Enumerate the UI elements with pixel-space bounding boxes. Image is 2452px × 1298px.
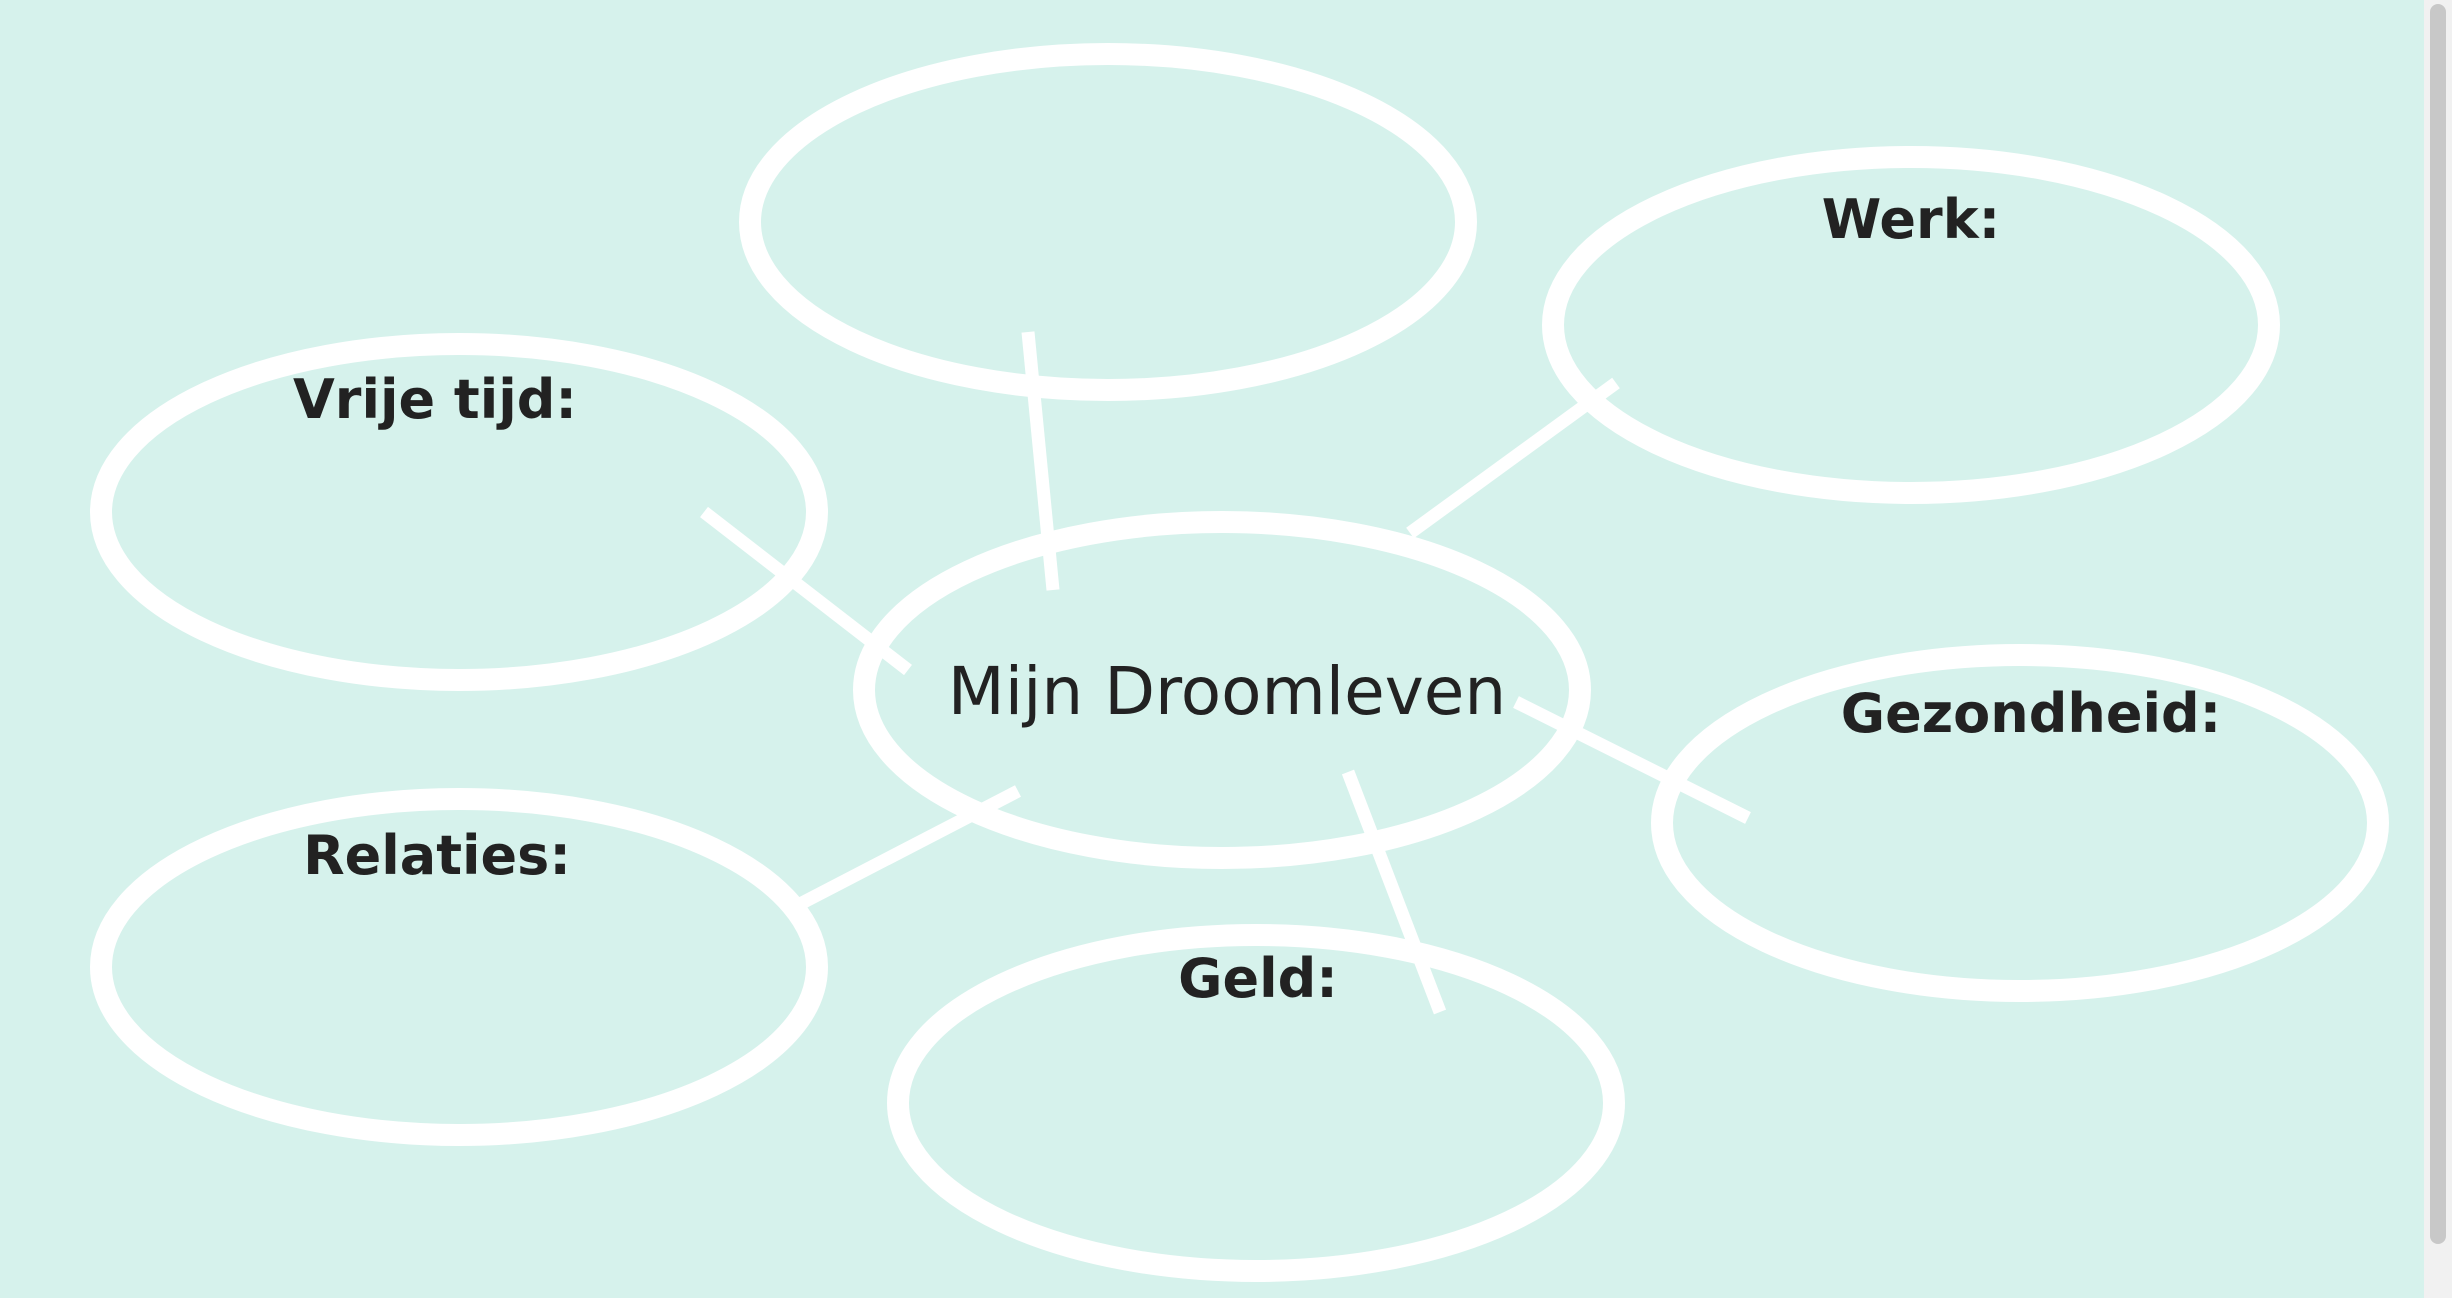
connector-top [1021, 331, 1060, 591]
connector-werk [1406, 377, 1620, 539]
label-gezondheid: Gezondheid: [1841, 682, 2221, 745]
bubble-relaties [90, 788, 828, 1146]
connector-geld [1341, 769, 1447, 1015]
scrollbar-thumb[interactable] [2430, 4, 2446, 1244]
label-vrije-tijd: Vrije tijd: [293, 368, 577, 431]
bubble-gezondheid [1651, 644, 2389, 1002]
vertical-scrollbar[interactable] [2424, 0, 2452, 1298]
label-relaties: Relaties: [303, 824, 571, 887]
label-werk: Werk: [1822, 188, 2000, 251]
label-geld: Geld: [1178, 947, 1338, 1010]
bubble-werk [1542, 146, 2280, 504]
bubble-vrije-tijd [90, 333, 828, 691]
bubble-top [739, 43, 1477, 401]
connector-relaties [797, 785, 1021, 910]
bubble-geld [887, 924, 1625, 1282]
connector-vrije-tijd [700, 506, 912, 676]
bubble-center [853, 511, 1591, 869]
center-label: Mijn Droomleven [948, 653, 1506, 730]
connector-gezondheid [1513, 696, 1751, 824]
